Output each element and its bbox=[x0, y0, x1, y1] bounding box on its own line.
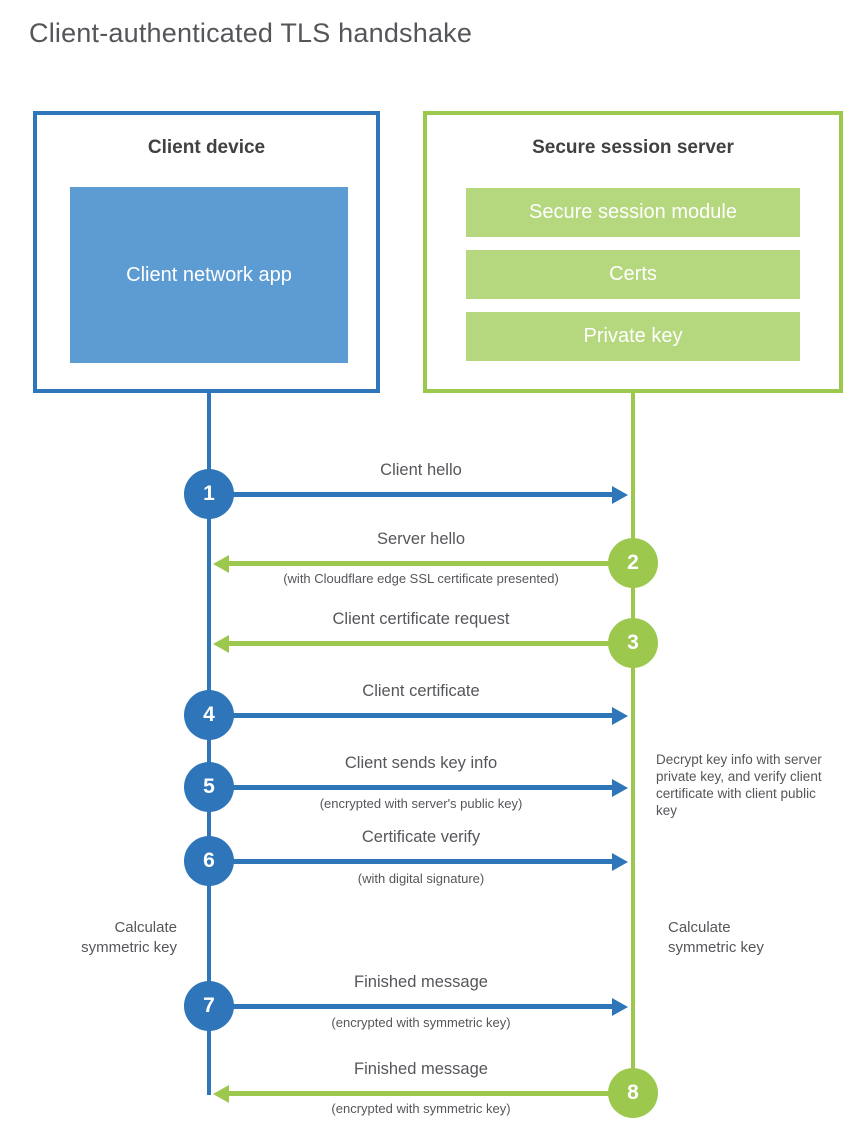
step-4-circle: 4 bbox=[184, 690, 234, 740]
step-3-label: Client certificate request bbox=[332, 610, 510, 628]
step-2-number: 2 bbox=[627, 551, 639, 574]
client-device-box: Client device Client network app bbox=[33, 111, 380, 393]
step-7-sublabel: (encrypted with symmetric key) bbox=[331, 1015, 511, 1030]
client-network-app-label: Client network app bbox=[126, 264, 292, 286]
calc-symmetric-key-server: Calculate symmetric key bbox=[668, 919, 764, 956]
step-8-label: Finished message bbox=[354, 1060, 488, 1078]
decrypt-note: Decrypt key info with server private key… bbox=[656, 752, 822, 818]
step-1-circle: 1 bbox=[184, 469, 234, 519]
module-label: Certs bbox=[609, 263, 657, 285]
step-8-sublabel: (encrypted with symmetric key) bbox=[331, 1101, 511, 1116]
step-6-arrow bbox=[233, 859, 612, 864]
step-6-label: Certificate verify bbox=[361, 828, 481, 846]
step-2-circle: 2 bbox=[608, 538, 658, 588]
step-5-sublabel: (encrypted with server's public key) bbox=[319, 796, 523, 811]
step-6-number: 6 bbox=[203, 849, 215, 872]
module-label: Secure session module bbox=[529, 201, 737, 223]
step-4-arrow bbox=[233, 713, 612, 718]
step-7-number: 7 bbox=[203, 994, 215, 1017]
module-bar-secure-session: Secure session module bbox=[466, 188, 800, 237]
server-lifeline bbox=[631, 393, 635, 1093]
server-title: Secure session server bbox=[532, 137, 734, 158]
client-lifeline bbox=[207, 393, 211, 1095]
step-1-number: 1 bbox=[203, 482, 215, 505]
step-5-circle: 5 bbox=[184, 762, 234, 812]
step-2-label: Server hello bbox=[376, 530, 466, 548]
step-7-circle: 7 bbox=[184, 981, 234, 1031]
step-3-number: 3 bbox=[627, 631, 639, 654]
client-network-app-box: Client network app bbox=[70, 187, 348, 363]
step-5-arrow bbox=[233, 785, 612, 790]
step-7-label: Finished message bbox=[354, 973, 488, 991]
module-bar-private-key: Private key bbox=[466, 312, 800, 361]
module-label: Private key bbox=[583, 325, 683, 347]
step-4-number: 4 bbox=[203, 703, 215, 726]
module-bar-certs: Certs bbox=[466, 250, 800, 299]
step-3-circle: 3 bbox=[608, 618, 658, 668]
step-1-arrow bbox=[233, 492, 612, 497]
step-6-circle: 6 bbox=[184, 836, 234, 886]
step-8-arrow bbox=[229, 1091, 610, 1096]
step-8-number: 8 bbox=[627, 1081, 639, 1104]
step-6-sublabel: (with digital signature) bbox=[357, 871, 485, 886]
step-2-arrow bbox=[229, 561, 610, 566]
secure-session-server-box: Secure session server Secure session mod… bbox=[423, 111, 843, 393]
client-device-title: Client device bbox=[147, 137, 266, 158]
step-5-number: 5 bbox=[203, 775, 215, 798]
step-3-arrow bbox=[229, 641, 610, 646]
page-title: Client-authenticated TLS handshake bbox=[29, 18, 473, 48]
step-5-label: Client sends key info bbox=[344, 754, 498, 772]
step-1-label: Client hello bbox=[380, 461, 462, 479]
calc-symmetric-key-client: Calculate symmetric key bbox=[81, 919, 177, 956]
step-2-sublabel: (with Cloudflare edge SSL certificate pr… bbox=[283, 571, 559, 586]
step-8-circle: 8 bbox=[608, 1068, 658, 1118]
step-7-arrow bbox=[233, 1004, 612, 1009]
step-4-label: Client certificate bbox=[362, 682, 480, 700]
